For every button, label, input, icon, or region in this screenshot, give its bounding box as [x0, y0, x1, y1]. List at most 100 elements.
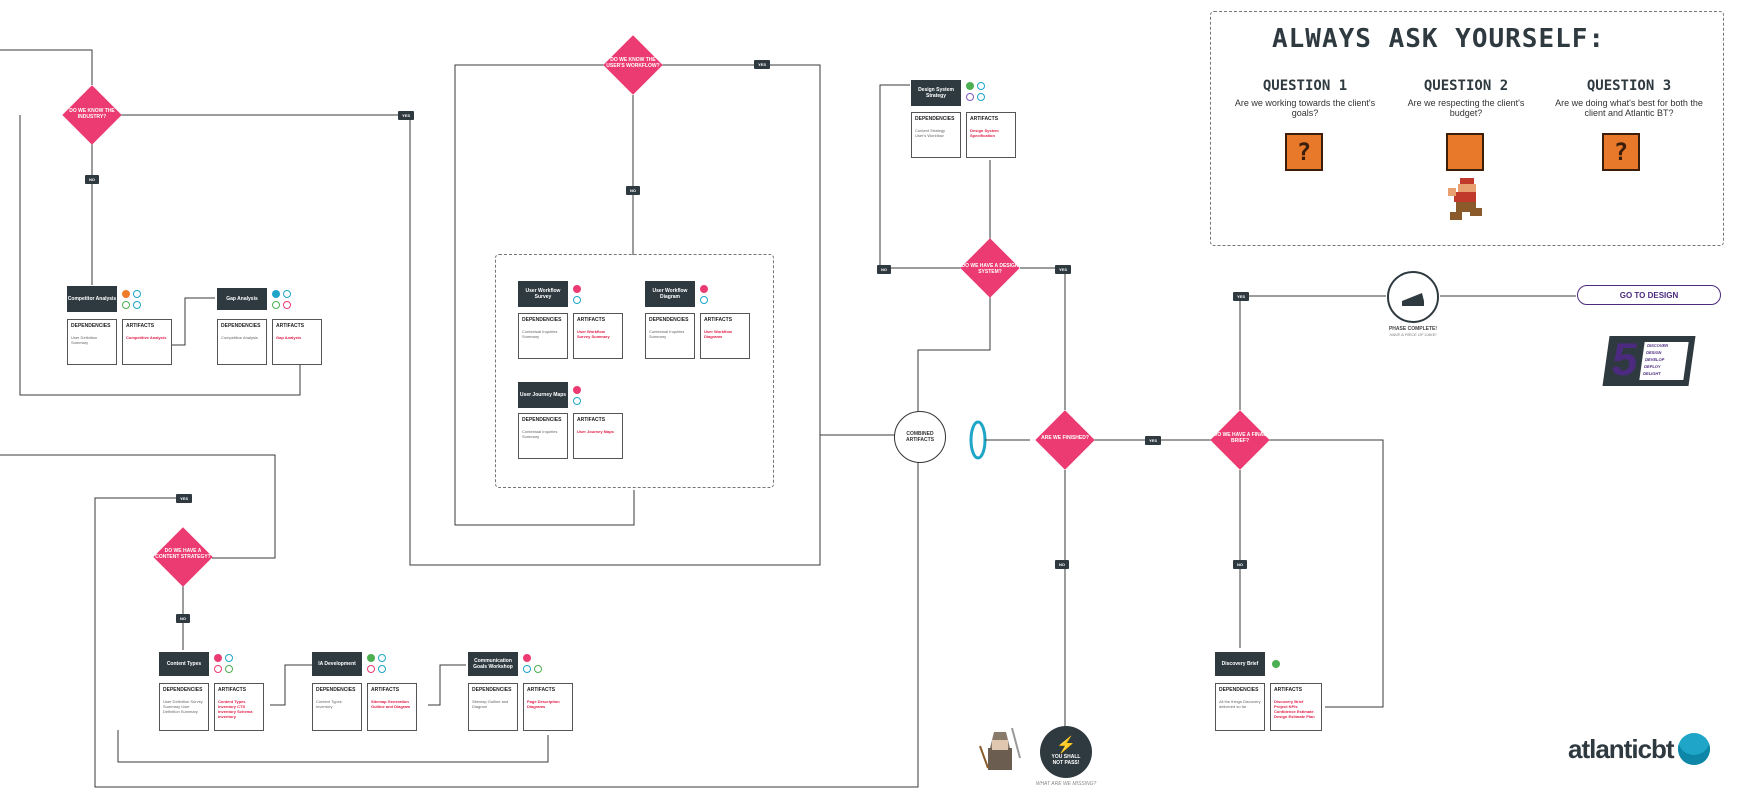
globe-icon — [1677, 733, 1710, 765]
role-dot — [272, 290, 280, 298]
node-content-types-title: Content Types — [159, 652, 209, 676]
used-block-icon — [1446, 133, 1484, 171]
card-header: ARTIFACTS — [577, 417, 606, 423]
card-text: User Workflow Diagrams — [704, 329, 732, 339]
card-header: ARTIFACTS — [276, 323, 305, 329]
node-gap-deps: DEPENDENCIES Competitive Analysis — [217, 319, 267, 365]
decision-content-strategy-label: DO WE HAVE A CONTENT STRATEGY? — [155, 548, 211, 560]
card-header: DEPENDENCIES — [71, 323, 111, 329]
no-tag: NO — [626, 186, 640, 195]
card-header: ARTIFACTS — [527, 687, 556, 693]
five-d-word: DEPLOY — [1643, 364, 1662, 369]
role-dot — [966, 93, 974, 101]
card-text: Content Types Inventory — [316, 699, 342, 709]
five-d-word: DEVELOP — [1644, 357, 1665, 362]
question-block-1-icon: ? — [1285, 133, 1323, 171]
question-3-text: Are we doing what's best for both the cl… — [1555, 98, 1703, 118]
question-block-3-icon: ? — [1602, 133, 1640, 171]
role-dot — [700, 296, 708, 304]
node-ia-title: IA Development — [312, 652, 362, 676]
five-d-logo: 5 DISCOVER DESIGN DEVELOP DEPLOY DELIGHT — [1602, 333, 1696, 386]
atlanticbt-logo: atlanticbt — [1568, 733, 1710, 765]
combined-artifacts-label: COMBINED ARTIFACTS — [905, 431, 935, 443]
role-dot — [214, 654, 222, 662]
node-diagram-arts: ARTIFACTS User Workflow Diagrams — [700, 313, 750, 359]
role-dot — [573, 296, 581, 304]
role-dot — [225, 665, 233, 673]
go-to-design-button[interactable]: GO TO DESIGN — [1577, 285, 1721, 305]
role-dot — [700, 285, 708, 293]
role-dot — [1272, 660, 1280, 668]
role-dot — [367, 665, 375, 673]
question-1-title: QUESTION 1 — [1262, 78, 1348, 94]
five-d-word: DISCOVER — [1646, 343, 1669, 348]
lightning-icon: ⚡ — [1056, 737, 1076, 754]
atlanticbt-wordmark: atlanticbt — [1568, 733, 1675, 764]
shall-not-pass-node: ⚡ YOU SHALL NOT PASS! — [1040, 726, 1092, 778]
mario-sprite-icon — [1448, 178, 1482, 220]
card-text: Contextual Inquiries Summary — [522, 429, 558, 439]
card-header: ARTIFACTS — [126, 323, 155, 329]
yes-tag: YES — [754, 60, 771, 69]
missing-label: WHAT ARE WE MISSING? — [1035, 781, 1097, 787]
card-text: User Journey Maps — [577, 429, 614, 434]
yes-tag: YES — [1145, 436, 1162, 445]
combined-artifacts-node: COMBINED ARTIFACTS — [894, 411, 946, 463]
yes-tag: YES — [398, 111, 415, 120]
node-gap-title: Gap Analysis — [217, 288, 267, 310]
card-text: Sitemap Generation Outline and Diagram — [371, 699, 411, 709]
role-dot — [214, 665, 222, 673]
no-tag: NO — [85, 175, 99, 184]
question-3-title: QUESTION 3 — [1586, 78, 1672, 94]
role-dot — [573, 285, 581, 293]
card-header: ARTIFACTS — [577, 317, 606, 323]
card-header: ARTIFACTS — [704, 317, 733, 323]
role-dot — [977, 93, 985, 101]
card-text: Competitive Analysis — [221, 335, 258, 340]
phase-complete-node — [1387, 271, 1439, 323]
role-dot — [966, 82, 974, 90]
card-header: DEPENDENCIES — [522, 417, 562, 423]
node-survey-title: User Workflow Survey — [518, 281, 568, 307]
node-journey-arts: ARTIFACTS User Journey Maps — [573, 413, 623, 459]
role-dot — [523, 665, 531, 673]
question-2-text: Are we respecting the client's budget? — [1407, 98, 1525, 118]
ask-yourself-box — [1210, 11, 1724, 246]
card-text: User Definition Survey Summary User Defi… — [163, 699, 203, 714]
no-tag: NO — [1233, 560, 1247, 569]
five-d-words: DISCOVER DESIGN DEVELOP DEPLOY DELIGHT — [1639, 342, 1689, 380]
card-header: DEPENDENCIES — [221, 323, 261, 329]
role-dot — [272, 301, 280, 309]
role-dot — [133, 290, 141, 298]
role-dot — [367, 654, 375, 662]
card-header: ARTIFACTS — [371, 687, 400, 693]
card-header: DEPENDENCIES — [1219, 687, 1259, 693]
wizard-icon — [979, 728, 1021, 770]
card-text: Contextual Inquiries Summary — [649, 329, 685, 339]
node-journey-deps: DEPENDENCIES Contextual Inquiries Summary — [518, 413, 568, 459]
card-text: Sitemap Outline and Diagram — [472, 699, 509, 709]
decision-workflow-label: DO WE KNOW THE USER'S WORKFLOW? — [606, 57, 660, 69]
card-header: DEPENDENCIES — [163, 687, 203, 693]
card-header: DEPENDENCIES — [522, 317, 562, 323]
ask-yourself-title: ALWAYS ASK YOURSELF: — [1272, 24, 1606, 54]
card-text: Content Types Inventory CTS Inventory Sc… — [218, 699, 253, 719]
card-text: User Workflow Survey Summary — [577, 329, 610, 339]
role-dot — [133, 301, 141, 309]
phase-complete-label: PHASE COMPLETE! — [1388, 326, 1438, 332]
yes-tag: YES — [1233, 292, 1250, 301]
decision-finished-label: ARE WE FINISHED? — [1041, 435, 1089, 441]
shall-not-pass-label: YOU SHALL NOT PASS! — [1051, 754, 1081, 766]
decision-final-brief-label: DO WE HAVE A FINAL BRIEF? — [1213, 432, 1267, 444]
five-d-word: DELIGHT — [1642, 371, 1662, 376]
